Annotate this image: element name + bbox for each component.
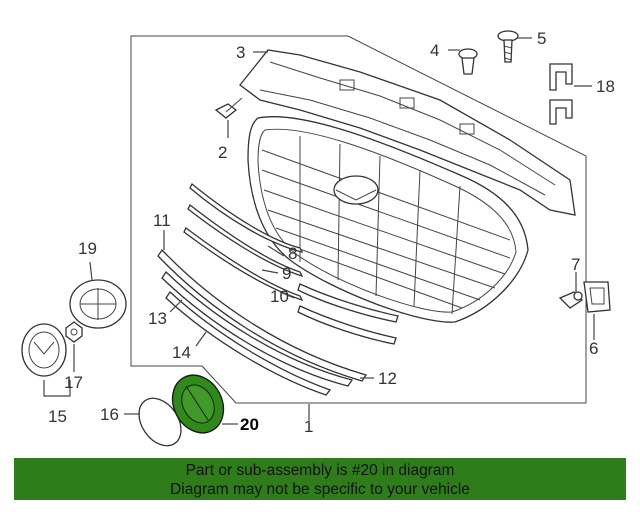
- callout-15: 15: [48, 407, 67, 426]
- assembly-outline: [130, 35, 587, 404]
- fastener-part-4: [458, 48, 478, 75]
- callout-14: 14: [172, 343, 191, 362]
- callout-19: 19: [78, 239, 97, 258]
- callout-20[interactable]: 20: [240, 415, 259, 434]
- callout-17: 17: [64, 373, 83, 392]
- callout-16: 16: [100, 405, 119, 424]
- highlighted-part-20[interactable]: [163, 366, 234, 442]
- screw-part-5: [497, 30, 519, 63]
- clip-part-2: [214, 97, 243, 119]
- callout-9: 9: [282, 264, 291, 283]
- nut-part-17: [65, 321, 83, 343]
- parts-diagram: 1 2 3 4 5 6 7 8 9 10 11 12 13 14 15 16 1…: [21, 29, 615, 447]
- callout-4: 4: [430, 41, 439, 60]
- callout-10: 10: [270, 287, 289, 306]
- callout-2: 2: [218, 143, 227, 162]
- main-grille: [247, 116, 529, 323]
- bracket-part-6: [583, 281, 611, 313]
- emblem-part-15: [21, 323, 67, 377]
- callout-5: 5: [537, 29, 546, 48]
- banner-line-1: Part or sub-assembly is #20 in diagram: [185, 462, 455, 479]
- upper-bracket: [239, 49, 576, 216]
- callout-8: 8: [288, 244, 297, 263]
- brackets-part-18: [549, 63, 573, 125]
- leader-lines: [43, 37, 595, 425]
- fastener-part-7: [558, 291, 584, 309]
- callout-1: 1: [304, 417, 313, 436]
- emblem-bracket-part-19: [69, 279, 127, 329]
- callout-7: 7: [571, 255, 580, 274]
- callout-6: 6: [589, 339, 598, 358]
- grille-moldings: [157, 182, 399, 396]
- callout-12: 12: [378, 369, 397, 388]
- callout-13: 13: [148, 309, 167, 328]
- info-banner: Part or sub-assembly is #20 in diagram D…: [14, 458, 626, 500]
- callout-11: 11: [153, 211, 171, 230]
- callout-18: 18: [596, 77, 615, 96]
- banner-line-2: Diagram may not be specific to your vehi…: [170, 481, 470, 498]
- callout-3: 3: [236, 43, 245, 62]
